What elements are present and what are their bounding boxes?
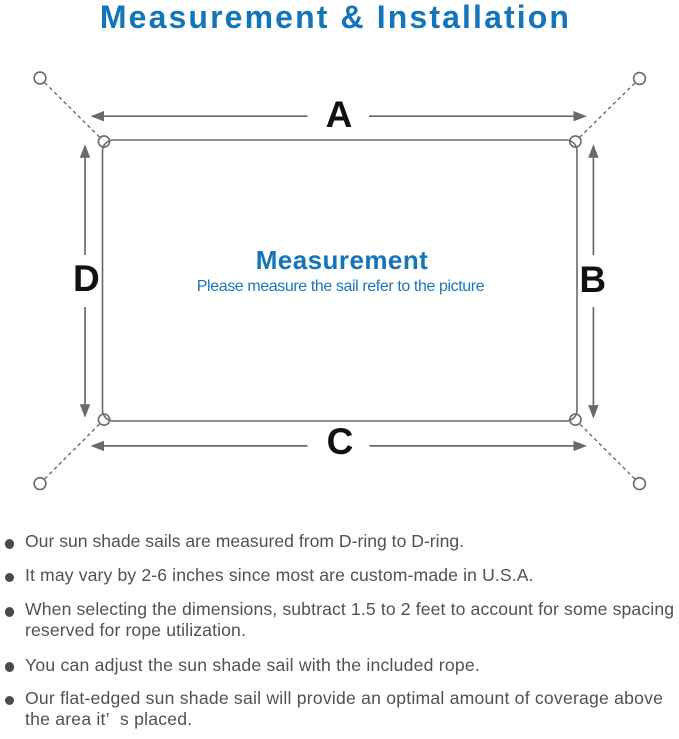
svg-text:B: B <box>579 259 606 300</box>
svg-text:D: D <box>73 258 100 299</box>
svg-text:C: C <box>327 421 354 462</box>
svg-text:A: A <box>326 94 353 135</box>
